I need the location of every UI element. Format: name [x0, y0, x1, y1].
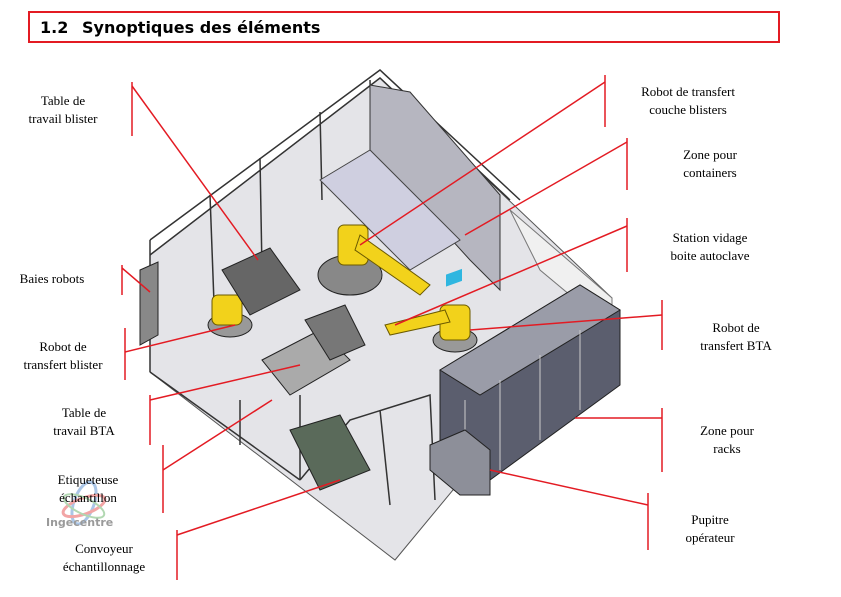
ingecentre-logo — [48, 478, 120, 538]
logo-swoosh-icon — [61, 480, 107, 526]
sample-conveyor — [289, 414, 371, 491]
operator-desk — [429, 429, 491, 496]
label-baies-robots: Baies robots — [19, 271, 85, 286]
autoclave-station — [304, 304, 366, 361]
robot-bays — [139, 261, 159, 346]
robots — [211, 224, 471, 341]
section-number: 1.2 — [40, 18, 69, 37]
desk-screen — [446, 268, 462, 287]
section-heading: 1.2 Synoptiques des éléments — [28, 11, 780, 43]
callout-lines — [121, 75, 663, 580]
logo-text: Ingecentre — [46, 516, 114, 529]
container-zone — [319, 149, 461, 271]
section-title: Synoptiques des éléments — [82, 18, 321, 37]
